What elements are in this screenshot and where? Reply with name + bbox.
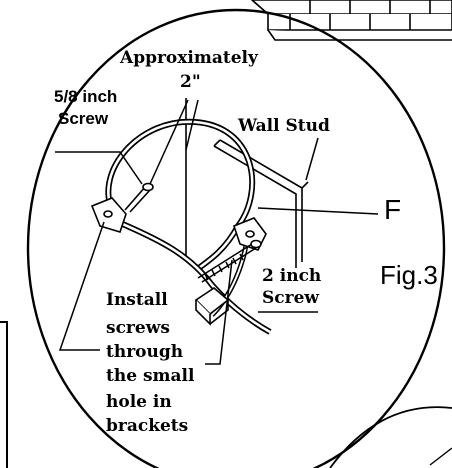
long-screw-label-line2: Screw: [262, 288, 320, 308]
leader-lines: [55, 99, 379, 365]
install-note-line6: brackets: [106, 416, 189, 436]
detail-oval: [26, 8, 446, 468]
long-screw-label-line1: 2 inch: [262, 266, 322, 286]
install-note-line2: screws: [106, 318, 170, 338]
install-note-line3: through: [106, 342, 184, 362]
figure-number: Fig.3: [380, 260, 438, 290]
approx-label-line2: 2": [180, 72, 201, 92]
long-screw: [197, 239, 262, 283]
round-fixture-edge: [329, 406, 452, 468]
wall-stud: [213, 139, 309, 268]
install-note-line1: Install: [106, 290, 168, 310]
short-screw: [124, 182, 154, 213]
part-letter-f: F: [384, 194, 402, 225]
install-note-line5: hole in: [106, 392, 172, 412]
install-note-line4: the small: [106, 366, 195, 386]
approx-label-line1: Approximately: [120, 48, 258, 68]
brick-corner: [250, 0, 452, 41]
cabinet-edge: [0, 321, 8, 468]
short-screw-label-line1: 5/8 inch: [54, 87, 118, 106]
wall-stud-label: Wall Stud: [238, 116, 330, 136]
short-screw-label-line2: Screw: [58, 109, 109, 128]
left-bracket: [90, 197, 127, 233]
